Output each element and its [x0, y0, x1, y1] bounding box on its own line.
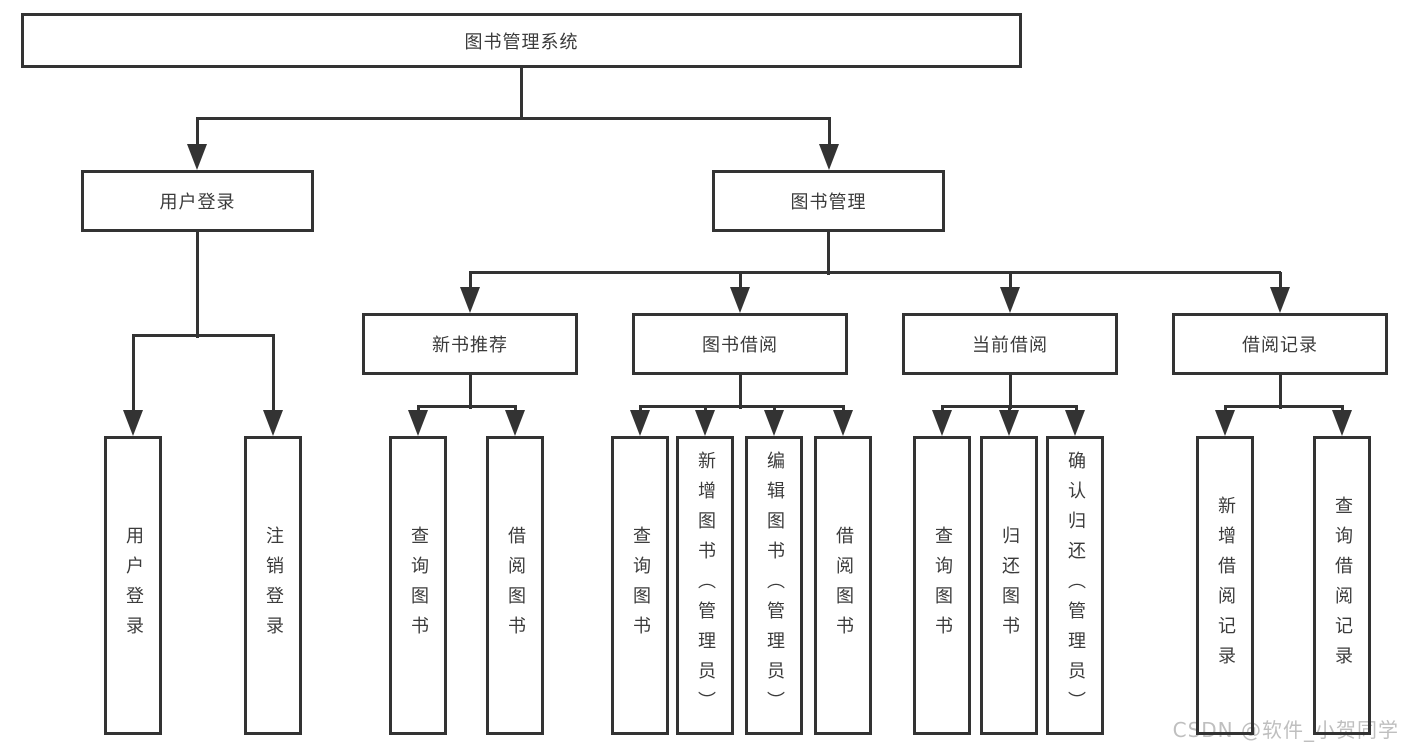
arrowhead-cb-query: [932, 410, 952, 436]
connector-user-login-stub: [196, 232, 199, 338]
node-root: 图书管理系统: [21, 13, 1022, 68]
connector-bus-level3: [469, 271, 1281, 274]
arrowhead-br-query: [1332, 410, 1352, 436]
connector-bus-br: [1224, 405, 1344, 408]
arrowhead-cb-return: [999, 410, 1019, 436]
connector-drop-borrowing-records: [1279, 272, 1282, 292]
connector-br-stub: [1279, 375, 1282, 409]
arrowhead-book-borrowing: [730, 287, 750, 313]
node-new-book-recommend: 新书推荐: [362, 313, 578, 375]
arrowhead-cb-confirm: [1065, 410, 1085, 436]
arrowhead-user-login: [187, 144, 207, 170]
connector-drop-logout-leaf: [272, 335, 275, 415]
csdn-watermark: CSDN @软件_小贺同学: [1172, 718, 1399, 742]
leaf-bb-borrow-books: 借阅图书: [814, 436, 872, 735]
connector-nbr-stub: [469, 375, 472, 409]
leaf-bb-add-books-admin: 新增图书（管理员）: [676, 436, 734, 735]
arrowhead-borrowing-records: [1270, 287, 1290, 313]
arrowhead-current-borrowing: [1000, 287, 1020, 313]
leaf-cb-return-books: 归还图书: [980, 436, 1038, 735]
connector-drop-book-borrowing: [739, 272, 742, 292]
leaf-br-add-record: 新增借阅记录: [1196, 436, 1254, 735]
leaf-nbr-query-books: 查询图书: [389, 436, 447, 735]
arrowhead-bb-query: [630, 410, 650, 436]
leaf-cb-query-books: 查询图书: [913, 436, 971, 735]
connector-book-management-stub: [827, 232, 830, 275]
arrowhead-login-leaf: [123, 410, 143, 436]
node-user-login: 用户登录: [81, 170, 314, 232]
connector-drop-new-book-recommend: [469, 272, 472, 292]
connector-drop-login-leaf: [132, 335, 135, 415]
leaf-logout: 注销登录: [244, 436, 302, 735]
connector-bus-bb: [639, 405, 845, 408]
connector-bus-level2: [196, 117, 831, 120]
arrowhead-bb-add: [695, 410, 715, 436]
leaf-br-query-record: 查询借阅记录: [1313, 436, 1371, 735]
leaf-bb-query-books: 查询图书: [611, 436, 669, 735]
connector-bus-nbr: [417, 405, 517, 408]
arrowhead-br-add: [1215, 410, 1235, 436]
arrowhead-nbr-query: [408, 410, 428, 436]
node-book-management: 图书管理: [712, 170, 945, 232]
connector-cb-stub: [1009, 375, 1012, 409]
leaf-user-login: 用户登录: [104, 436, 162, 735]
leaf-cb-confirm-return-admin: 确认归还（管理员）: [1046, 436, 1104, 735]
arrowhead-bb-borrow: [833, 410, 853, 436]
leaf-bb-edit-books-admin: 编辑图书（管理员）: [745, 436, 803, 735]
connector-drop-current-borrowing: [1009, 272, 1012, 292]
arrowhead-book-management: [819, 144, 839, 170]
node-current-borrowing: 当前借阅: [902, 313, 1118, 375]
arrowhead-new-book-recommend: [460, 287, 480, 313]
connector-root-stub: [520, 68, 523, 120]
connector-drop-book-management: [828, 118, 831, 148]
arrowhead-bb-edit: [764, 410, 784, 436]
connector-bus-user-login: [132, 334, 275, 337]
connector-drop-user-login: [196, 118, 199, 148]
leaf-nbr-borrow-books: 借阅图书: [486, 436, 544, 735]
node-book-borrowing: 图书借阅: [632, 313, 848, 375]
node-borrowing-records: 借阅记录: [1172, 313, 1388, 375]
arrowhead-logout-leaf: [263, 410, 283, 436]
arrowhead-nbr-borrow: [505, 410, 525, 436]
connector-bb-stub: [739, 375, 742, 409]
